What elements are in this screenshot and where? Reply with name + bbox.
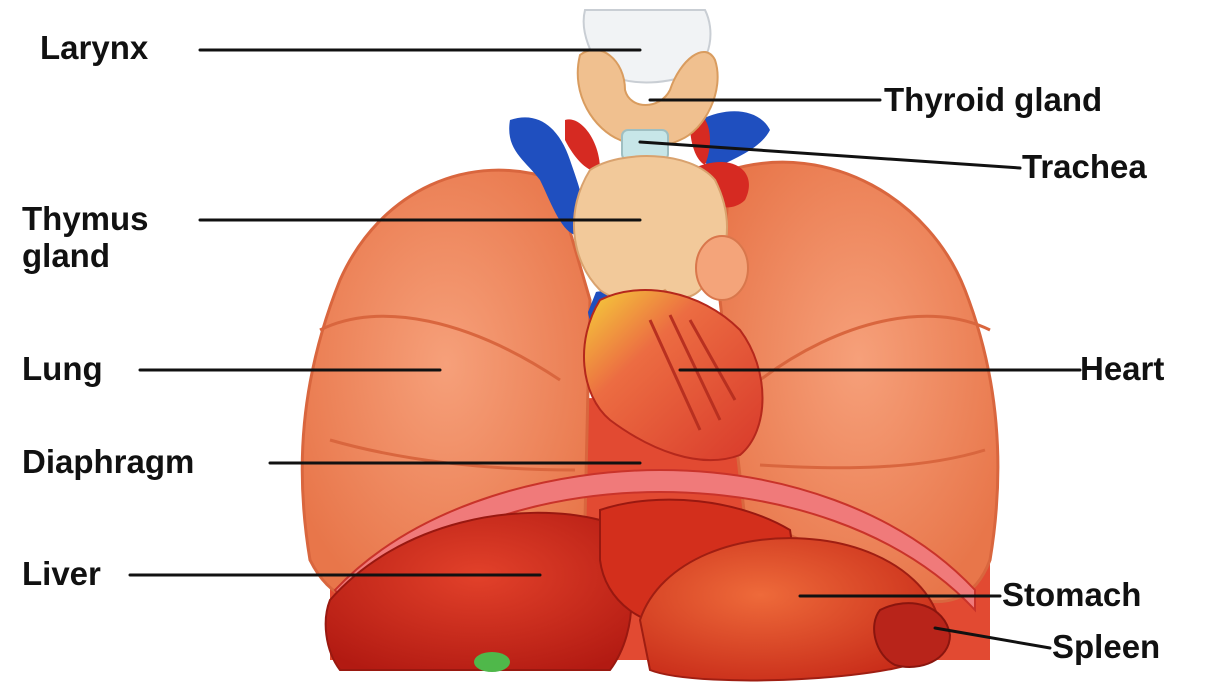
label-lung: Lung [22, 352, 103, 385]
thymus-lobe [696, 236, 748, 300]
gallbladder [474, 652, 510, 672]
label-spleen: Spleen [1052, 630, 1160, 663]
label-larynx: Larynx [40, 31, 148, 64]
label-stomach: Stomach [1002, 578, 1141, 611]
label-thymus-line1: Thymus [22, 201, 149, 238]
label-heart: Heart [1080, 352, 1164, 385]
label-trachea: Trachea [1022, 150, 1147, 183]
label-thymus-line2: gland [22, 238, 149, 275]
label-thyroid-gland: Thyroid gland [884, 83, 1102, 116]
label-thymus-gland: Thymus gland [22, 201, 149, 275]
label-diaphragm: Diaphragm [22, 445, 194, 478]
label-liver: Liver [22, 557, 101, 590]
spleen [874, 603, 950, 667]
